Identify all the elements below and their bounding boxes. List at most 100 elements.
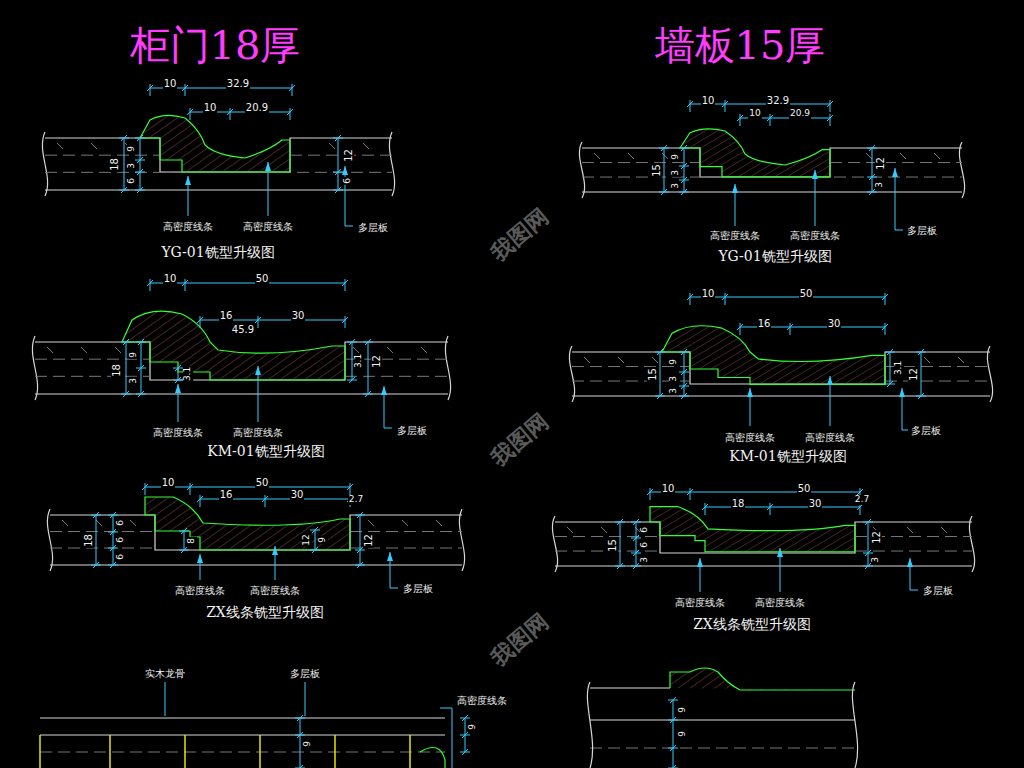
extension-line xyxy=(145,483,146,495)
plywood-grain xyxy=(601,527,607,533)
dimension-line xyxy=(705,507,860,508)
leader-line xyxy=(345,226,353,227)
part-label: 多层板 xyxy=(402,583,434,594)
caption: ZX线条铣型升级图 xyxy=(691,617,813,632)
leader-line xyxy=(305,682,306,716)
extension-line xyxy=(679,372,689,373)
dimension-number: 15 xyxy=(606,538,617,553)
caption: ZX线条铣型升级图 xyxy=(204,605,326,620)
plywood-grain xyxy=(567,527,573,533)
extension-line xyxy=(136,342,146,343)
extension-line xyxy=(690,293,691,305)
part-label: 高密度线条 xyxy=(789,230,841,241)
dimension-number: 18 xyxy=(110,363,121,378)
dimension-line xyxy=(96,515,97,565)
extension-line xyxy=(690,488,691,500)
dimension-number: 16 xyxy=(219,310,234,321)
extension-line xyxy=(615,566,625,567)
extension-line xyxy=(135,172,145,173)
dimension-number: 32.9 xyxy=(766,95,790,106)
extension-line xyxy=(631,538,641,539)
dimension-line xyxy=(650,492,860,493)
extension-line xyxy=(770,503,771,515)
extension-line xyxy=(679,386,689,387)
dimension-line xyxy=(300,718,301,768)
dimension-line xyxy=(352,342,353,380)
dimension-line xyxy=(673,700,674,768)
panel-outline xyxy=(40,734,445,735)
extension-line xyxy=(333,172,343,173)
stud-line xyxy=(259,735,261,768)
extension-line xyxy=(740,114,741,126)
extension-line xyxy=(705,503,706,515)
extension-line xyxy=(885,323,886,335)
extension-line xyxy=(230,108,231,120)
heading: 柜门18厚 xyxy=(130,23,301,67)
leader-arrow xyxy=(387,552,393,561)
panel-outline xyxy=(590,719,855,720)
plywood-grain xyxy=(941,527,947,533)
extension-line xyxy=(867,192,877,193)
dimension-line xyxy=(126,342,127,394)
dimension-number: 30 xyxy=(291,310,306,321)
plywood-grain xyxy=(402,520,408,526)
extension-line xyxy=(345,316,346,328)
dimension-number: 10 xyxy=(161,477,176,488)
part-label: 高密度线条 xyxy=(174,585,226,596)
leader-line xyxy=(452,708,453,768)
extension-line xyxy=(135,190,145,191)
leader-arrow xyxy=(827,376,833,385)
plywood-grain xyxy=(662,153,668,159)
dimension-line xyxy=(684,148,685,192)
dimension-number: 6 xyxy=(343,177,353,185)
watermark: 我图网 xyxy=(487,610,553,671)
dimension-line xyxy=(620,522,621,566)
dimension-number: 9 xyxy=(127,145,137,153)
plywood-layer xyxy=(582,162,700,163)
dimension-number: 18 xyxy=(108,157,119,172)
dimension-number: 50 xyxy=(799,288,814,299)
dimension-number: 12 xyxy=(870,530,881,545)
extension-line xyxy=(150,279,151,291)
extension-line xyxy=(740,323,741,335)
extension-line xyxy=(655,396,665,397)
extension-line xyxy=(650,488,651,500)
dimension-number: 3 xyxy=(875,181,885,189)
leader-arrow xyxy=(381,386,387,395)
dimension-number: 3 xyxy=(671,169,681,177)
extension-line xyxy=(347,380,357,381)
dimension-number: 3 xyxy=(640,556,650,564)
extension-line xyxy=(679,180,689,181)
dimension-line xyxy=(184,531,185,550)
plywood-grain xyxy=(958,357,964,363)
dimension-number: 3 xyxy=(669,375,679,383)
leader-arrow xyxy=(197,554,203,563)
extension-line xyxy=(659,148,669,149)
extension-line xyxy=(679,166,689,167)
part-label: 多层板 xyxy=(906,225,938,236)
plywood-layer xyxy=(830,162,962,163)
stud-line xyxy=(109,735,111,768)
dimension-number: 15 xyxy=(646,367,657,382)
part-label: 高密度线条 xyxy=(709,230,761,241)
extension-line xyxy=(292,84,293,96)
extension-line xyxy=(121,342,131,343)
molding-profile xyxy=(140,115,290,172)
extension-line xyxy=(150,84,151,96)
extension-line xyxy=(136,368,146,369)
extension-line xyxy=(108,532,118,533)
extension-line xyxy=(135,160,145,161)
dimension-line xyxy=(868,522,869,566)
dimension-number: 9 xyxy=(468,723,478,731)
part-label: 高密度线条 xyxy=(249,585,301,596)
dimension-number: 3.1 xyxy=(183,366,193,382)
dimension-number: 9 xyxy=(129,351,139,359)
extension-line xyxy=(190,108,191,120)
extension-line xyxy=(108,548,118,549)
dimension-number: 10 xyxy=(203,102,218,113)
break-line xyxy=(389,132,394,196)
plywood-layer xyxy=(290,155,392,156)
extension-line xyxy=(190,483,191,495)
plywood-grain xyxy=(130,520,136,526)
break-line xyxy=(459,509,464,571)
